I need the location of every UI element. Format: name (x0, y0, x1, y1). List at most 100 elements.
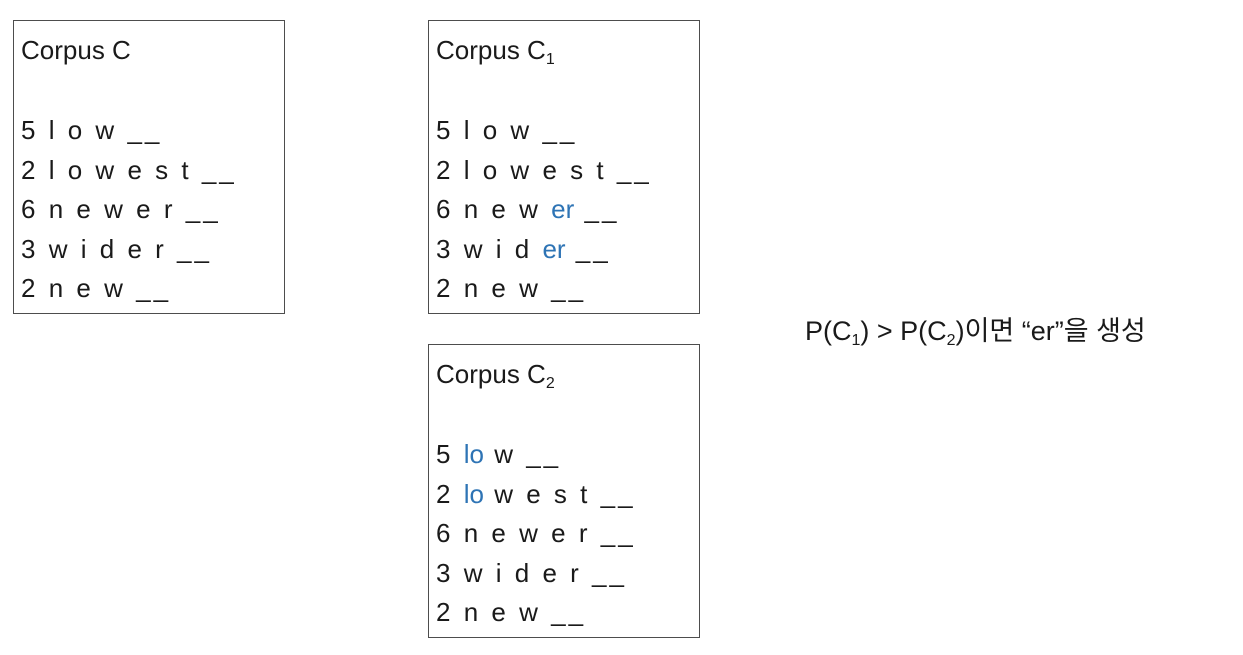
token: __ (526, 439, 562, 469)
formula-part2: ) > P(C (860, 316, 947, 346)
corpus-c2-rows: 5 lo w __2 lo w e s t __6 n e w e r __3 … (436, 439, 636, 637)
token: w (463, 557, 486, 588)
token: 6 (21, 194, 39, 224)
corpus-c-title-text: Corpus C (21, 35, 131, 65)
token: o (482, 154, 501, 185)
token: __ (551, 597, 587, 627)
token: 2 (436, 273, 454, 303)
token: __ (600, 478, 636, 509)
corpus-row: 2 n e w __ (21, 273, 237, 313)
token: 3 (436, 233, 454, 264)
token: d (514, 557, 533, 588)
token: __ (136, 273, 172, 303)
token: __ (600, 518, 636, 548)
token: n (463, 273, 482, 303)
token: w (510, 154, 533, 185)
merged-token: er (542, 233, 566, 264)
token: __ (127, 115, 163, 145)
token: w (519, 518, 541, 548)
token: 3 (21, 233, 39, 264)
corpus-row: 5 l o w __ (436, 115, 652, 155)
token: 2 (436, 478, 454, 509)
token: __ (616, 154, 652, 185)
corpus-c2-title: Corpus C2 (436, 359, 555, 392)
corpus-c-rows: 5 l o w __2 l o w e s t __6 n e w e r __… (21, 115, 237, 313)
token: e (551, 518, 569, 548)
corpus-row: 3 w i d e r __ (436, 558, 636, 598)
token: n (48, 273, 67, 303)
token: e (127, 154, 145, 185)
token: s (553, 478, 570, 509)
token: e (542, 557, 560, 588)
token: e (491, 194, 509, 224)
token: 2 (436, 597, 454, 627)
token: l (48, 115, 58, 145)
token: e (491, 273, 509, 303)
formula-part1: P(C (805, 316, 852, 346)
token: __ (584, 194, 620, 224)
merged-token: lo (463, 478, 484, 509)
token: o (67, 115, 86, 145)
token: e (76, 194, 94, 224)
corpus-row: 6 n e w er __ (436, 194, 652, 234)
corpus-c2-box: Corpus C2 5 lo w __2 lo w e s t __6 n e … (428, 344, 700, 638)
token: __ (551, 273, 587, 303)
merge-rule-formula: P(C1) > P(C2)이면 “er”을 생성 (805, 315, 1146, 349)
corpus-row: 2 l o w e s t __ (21, 155, 237, 195)
corpus-c1-rows: 5 l o w __2 l o w e s t __6 n e w er __3… (436, 115, 652, 313)
token: w (519, 273, 541, 303)
corpus-row: 2 n e w __ (436, 597, 636, 637)
corpus-c-box: Corpus C 5 l o w __2 l o w e s t __6 n e… (13, 20, 285, 314)
formula-part3: )이면 “er”을 생성 (955, 316, 1146, 346)
token: i (80, 233, 90, 264)
token: d (99, 233, 118, 264)
token: w (519, 597, 541, 627)
corpus-row: 3 w i d e r __ (21, 234, 237, 274)
token: e (76, 273, 94, 303)
token: w (48, 233, 71, 264)
corpus-row: 2 n e w __ (436, 273, 652, 313)
token: t (181, 154, 192, 185)
token: 5 (436, 439, 454, 469)
token: w (494, 439, 516, 469)
token: r (155, 233, 167, 264)
token: o (67, 154, 86, 185)
token: __ (185, 194, 221, 224)
token: i (495, 557, 505, 588)
token: w (104, 194, 126, 224)
token: o (482, 115, 501, 145)
token: 6 (436, 518, 454, 548)
token: w (95, 115, 118, 145)
token: l (463, 154, 473, 185)
token: __ (201, 154, 237, 185)
token: w (510, 115, 533, 145)
token: s (570, 154, 587, 185)
token: n (463, 597, 482, 627)
token: r (570, 557, 582, 588)
corpus-c-title: Corpus C (21, 35, 131, 65)
merged-token: lo (463, 439, 484, 469)
token: __ (542, 115, 578, 145)
token: __ (177, 233, 212, 264)
token: e (491, 518, 509, 548)
token: l (463, 115, 473, 145)
token: 2 (21, 273, 39, 303)
token: s (155, 154, 172, 185)
token: w (519, 194, 541, 224)
token: 2 (436, 154, 454, 185)
corpus-c1-title-subscript: 1 (545, 51, 555, 68)
token: n (48, 194, 67, 224)
corpus-row: 3 w i d er __ (436, 234, 652, 274)
token: 5 (21, 115, 39, 145)
token: r (578, 518, 591, 548)
corpus-c1-title-text: Corpus C (436, 35, 546, 65)
token: w (494, 478, 516, 509)
token: n (463, 518, 482, 548)
token: 2 (21, 154, 39, 185)
corpus-row: 5 lo w __ (436, 439, 636, 479)
token: 3 (436, 557, 454, 588)
corpus-c2-title-text: Corpus C (436, 359, 546, 389)
token: __ (592, 557, 627, 588)
token: t (596, 154, 607, 185)
token: e (526, 478, 544, 509)
